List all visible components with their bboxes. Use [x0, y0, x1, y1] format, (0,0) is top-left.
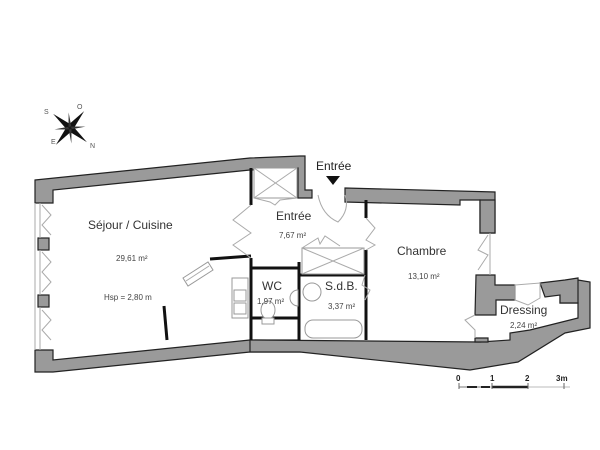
compass-label-s: S — [44, 109, 49, 116]
compass-label-o: O — [77, 104, 83, 111]
room-sdb-name: S.d.B. — [325, 279, 358, 293]
doors-and-closets — [182, 167, 541, 339]
room-chambre-area: 13,10 m² — [408, 272, 440, 281]
room-chambre-name: Chambre — [397, 244, 447, 258]
room-dressing-area: 2,24 m² — [510, 321, 538, 330]
room-sejour-height: Hsp = 2,80 m — [104, 293, 152, 302]
room-entree-area: 7,67 m² — [279, 231, 307, 240]
compass-rose-icon — [53, 111, 87, 145]
room-wc-name: WC — [262, 279, 282, 293]
window-chambre — [477, 233, 491, 275]
scale-label-0: 0 — [456, 374, 461, 383]
room-sdb-area: 3,37 m² — [328, 302, 356, 311]
interior-partitions — [162, 168, 368, 341]
room-sejour-name: Séjour / Cuisine — [88, 218, 173, 232]
compass-label-e: E — [51, 139, 56, 146]
entrance-label: Entrée — [316, 159, 352, 173]
room-sejour-area: 29,61 m² — [116, 254, 148, 263]
exterior-walls — [34, 155, 591, 373]
room-wc-area: 1,97 m² — [257, 297, 285, 306]
scale-bar — [458, 383, 570, 389]
window-group-left — [34, 203, 52, 350]
room-entree-name: Entrée — [276, 209, 312, 223]
compass-label-n: N — [90, 143, 96, 150]
scale-label-3m: 3m — [556, 374, 568, 383]
scale-label-2: 2 — [525, 374, 530, 383]
entrance-arrow-icon — [326, 176, 340, 185]
scale-label-1: 1 — [490, 374, 495, 383]
room-dressing-name: Dressing — [500, 303, 548, 317]
